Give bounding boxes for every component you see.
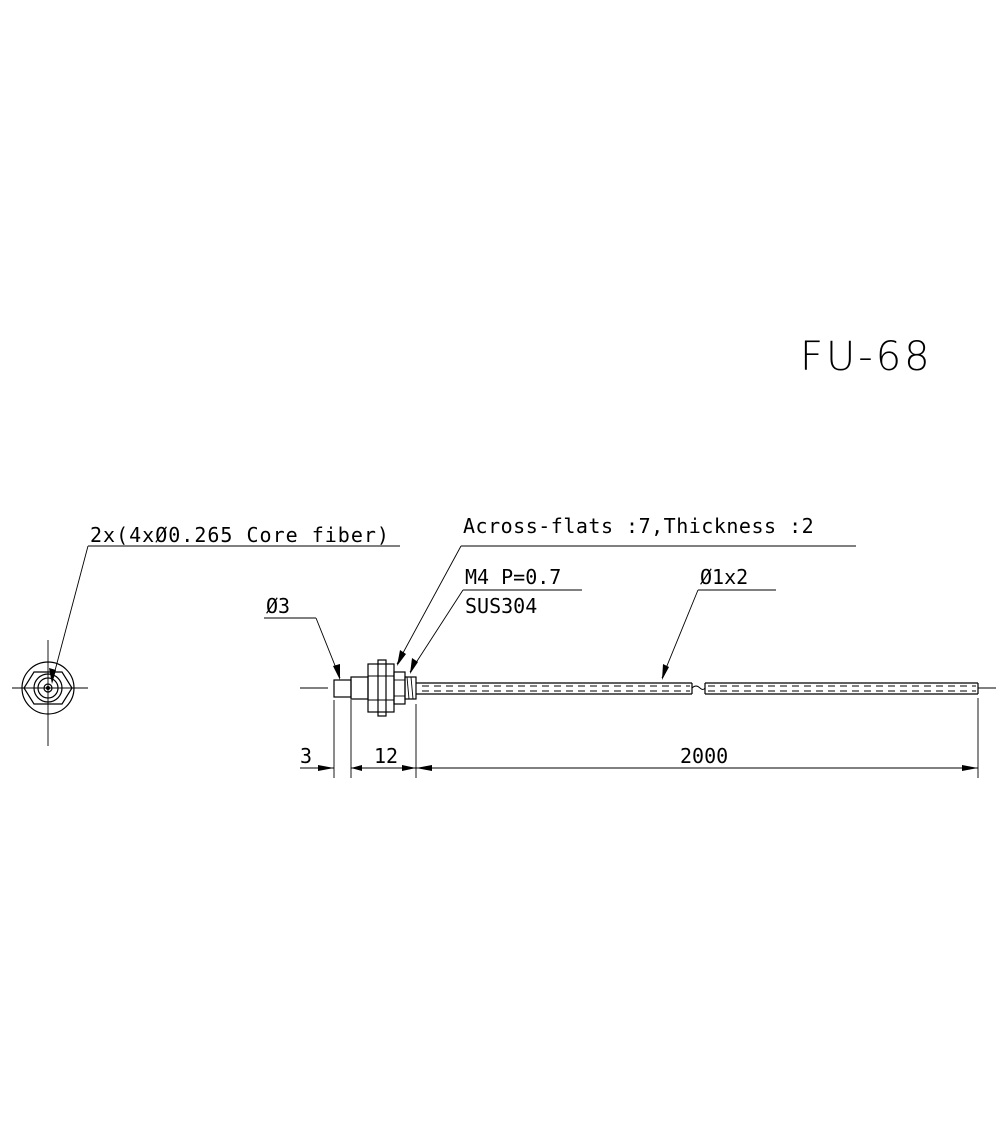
tip-diameter-callout: Ø3 [264, 594, 341, 680]
model-title: FU-68 [800, 334, 933, 380]
side-view [300, 659, 996, 717]
core-fiber-callout: 2x(4xØ0.265 Core fiber) [49, 523, 400, 684]
material-label: SUS304 [465, 594, 537, 618]
tip-diameter-label: Ø3 [266, 594, 290, 618]
thread-label: M4 P=0.7 [465, 565, 561, 589]
core-fiber-label: 2x(4xØ0.265 Core fiber) [90, 523, 390, 547]
dimension-lines: 3 12 2000 [300, 698, 979, 778]
across-flats-label: Across-flats :7,Thickness :2 [463, 514, 814, 538]
end-view [12, 640, 88, 746]
thread-length-dim: 12 [374, 744, 398, 768]
cable-length-dim: 2000 [680, 744, 728, 768]
across-flats-callout: Across-flats :7,Thickness :2 [396, 514, 856, 666]
tip-length-dim: 3 [300, 744, 312, 768]
thread-callout: M4 P=0.7 SUS304 [409, 565, 582, 674]
cable-callout: Ø1x2 [661, 565, 776, 680]
cable-label: Ø1x2 [700, 565, 748, 589]
